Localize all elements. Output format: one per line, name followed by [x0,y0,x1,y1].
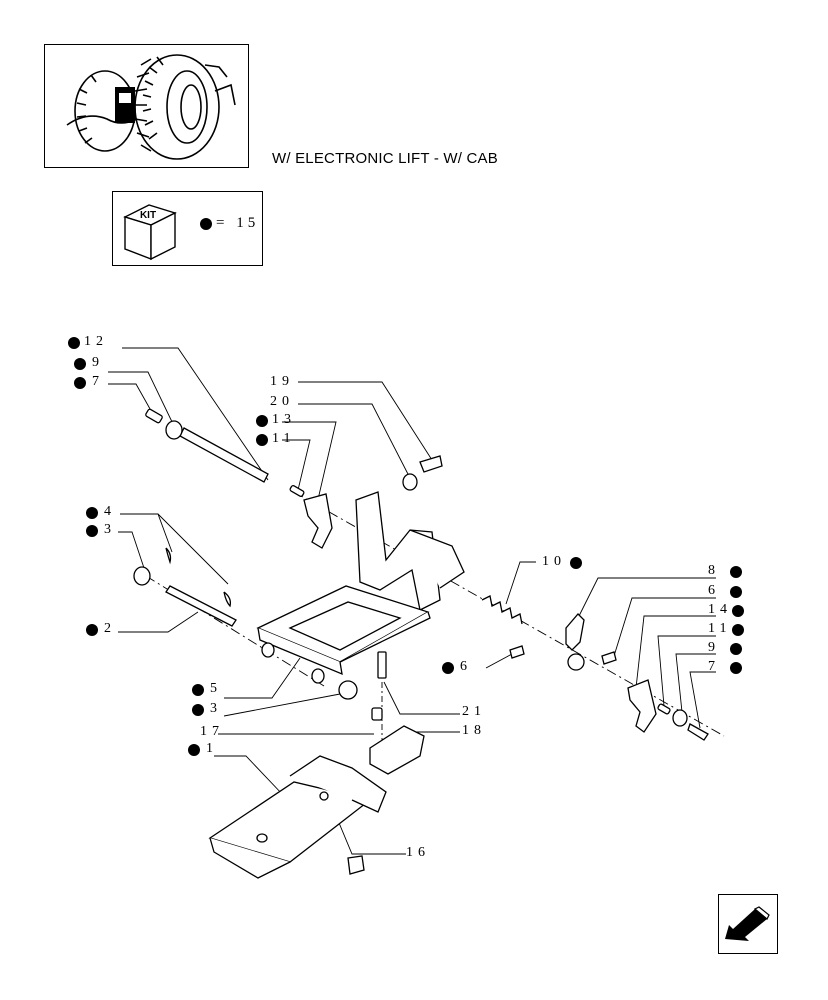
callout-3-lower: 3 [210,701,222,716]
callout-2: 2 [104,621,116,636]
next-page-button[interactable] [718,894,778,954]
callout-20: 20 [270,394,294,409]
callout-3: 3 [104,522,116,537]
callout-11-right: 11 [708,621,732,636]
callout-5: 5 [210,681,222,696]
kit-legend-text: = 15 [216,215,260,231]
callout-16: 16 [406,845,430,860]
tractor-wheel-illustration [66,54,236,160]
callout-9: 9 [92,355,104,370]
callout-21: 21 [462,704,486,719]
callout-19: 19 [270,374,294,389]
callout-7: 7 [92,374,104,389]
callout-14: 14 [708,602,732,617]
kit-bullet-icon [730,643,742,655]
kit-bullet-icon [74,358,86,370]
callout-6-lower: 6 [460,659,472,674]
arrow-left-down-icon [725,906,770,941]
kit-bullet-icon [192,704,204,716]
kit-bullet-icon [86,525,98,537]
kit-bullet-icon [732,605,744,617]
callout-18: 18 [462,723,486,738]
kit-legend: = 15 [200,215,259,232]
kit-box-icon: KIT [123,204,177,261]
kit-bullet-icon [730,662,742,674]
kit-bullet-icon [730,586,742,598]
kit-bullet-icon [86,624,98,636]
kit-bullet-icon [192,684,204,696]
kit-legend-box: KIT [112,191,263,266]
page-title: W/ ELECTRONIC LIFT - W/ CAB [272,150,498,167]
kit-bullet-icon [68,337,80,349]
kit-bullet-icon [200,217,212,230]
callout-11: 11 [272,431,296,446]
kit-bullet-icon [86,507,98,519]
callout-12: 12 [84,334,108,349]
kit-icon-label: KIT [140,210,156,221]
kit-bullet-icon [74,377,86,389]
callout-8: 8 [708,563,720,578]
callout-17: 17 [200,724,224,739]
callout-7-right: 7 [708,659,720,674]
kit-bullet-icon [732,624,744,636]
kit-bullet-icon [730,566,742,578]
kit-bullet-icon [256,434,268,446]
tractor-thumbnail [44,44,249,168]
callout-9-right: 9 [708,640,720,655]
callout-10: 10 [542,554,566,569]
kit-bullet-icon [188,744,200,756]
callout-4: 4 [104,504,116,519]
callout-13: 13 [272,412,296,427]
callout-1: 1 [206,741,218,756]
kit-bullet-icon [256,415,268,427]
kit-bullet-icon [442,662,454,674]
callout-6: 6 [708,583,720,598]
kit-bullet-icon [570,557,582,569]
